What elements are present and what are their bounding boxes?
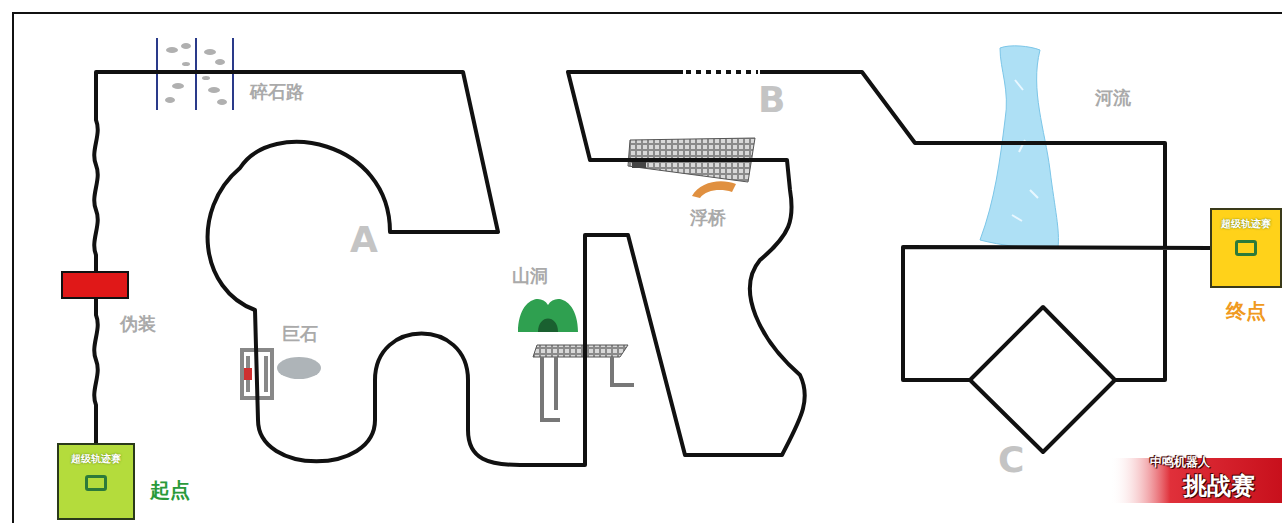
camouflage-label: 伪装	[120, 314, 156, 334]
watermark-brand: 中鸣机器人	[1150, 456, 1210, 469]
box-icon	[1235, 240, 1257, 256]
box-icon	[85, 475, 107, 491]
box-heading: 终点	[1226, 298, 1266, 325]
gravel-road-label: 碎石路	[250, 82, 304, 102]
finish-box: 超级轨迹赛终点	[1210, 208, 1282, 288]
start-box: 超级轨迹赛起点	[57, 443, 135, 520]
boulder-label: 巨石	[282, 324, 318, 344]
box-heading: 起点	[150, 477, 190, 504]
track-line	[94, 72, 1210, 465]
zone-letter: C	[998, 440, 1024, 480]
camouflage-block	[62, 272, 128, 298]
cave-label: 山洞	[512, 266, 548, 286]
zone-letter: A	[350, 220, 378, 260]
zone-letter: B	[758, 80, 785, 120]
watermark-title: 挑战赛	[1183, 473, 1255, 499]
box-title: 超级轨迹赛	[1212, 218, 1280, 230]
box-title: 超级轨迹赛	[59, 453, 133, 465]
bridge-label: 浮桥	[690, 208, 726, 228]
river-label: 河流	[1095, 88, 1131, 108]
